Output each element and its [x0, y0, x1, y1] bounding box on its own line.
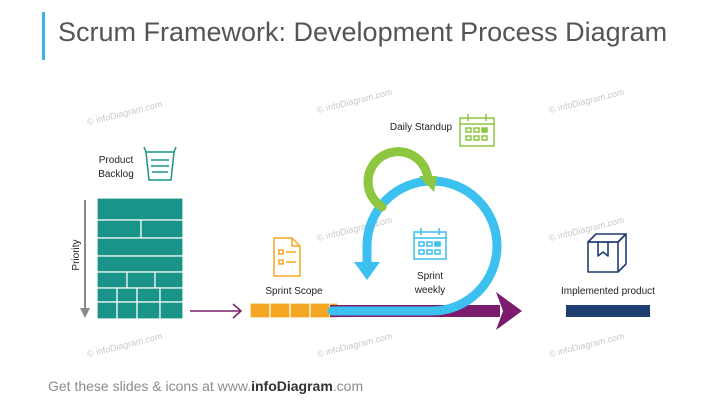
product-backlog-label: Product Backlog: [98, 155, 134, 180]
implemented-product-bar: [566, 305, 650, 317]
page-title: Scrum Framework: Development Process Dia…: [58, 17, 668, 47]
document-checklist-icon: [273, 237, 301, 277]
sprint-weekly-label: Sprint weekly: [414, 271, 446, 296]
product-backlog-stack: [96, 197, 184, 320]
priority-label: Priority: [71, 239, 82, 271]
footer-brand[interactable]: infoDiagram: [251, 378, 333, 394]
backlog-to-sprint-arrow: [190, 303, 243, 319]
footer-prefix: Get these slides & icons at www.: [48, 378, 252, 394]
footer-suffix: .com: [332, 378, 364, 394]
daily-standup-label: Daily Standup: [389, 122, 453, 133]
sprint-scope-label: Sprint Scope: [265, 286, 323, 297]
box-icon: [587, 233, 627, 273]
daily-loop: [363, 147, 437, 212]
footer: Get these slides & icons at www.infoDiag…: [48, 378, 363, 394]
priority-arrow: [80, 200, 90, 318]
implemented-product-label: Implemented product: [561, 286, 655, 297]
calendar-icon: [459, 114, 495, 147]
calendar-icon: [413, 228, 447, 260]
sprint-scope-blocks: [249, 302, 339, 319]
title-accent-bar: [42, 12, 45, 60]
basket-list-icon: [143, 146, 177, 181]
